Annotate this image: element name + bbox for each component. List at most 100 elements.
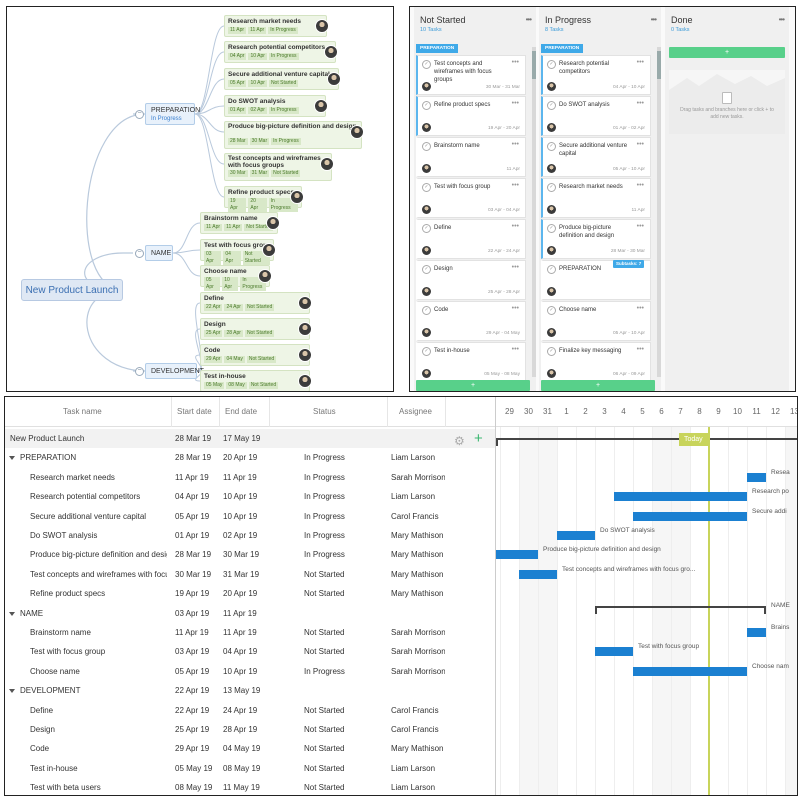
header-start-date[interactable]: Start date xyxy=(177,407,212,416)
column-divider[interactable] xyxy=(387,397,388,427)
assignee-avatar[interactable] xyxy=(266,216,280,230)
assignee-avatar[interactable] xyxy=(422,369,431,378)
assignee-avatar[interactable] xyxy=(350,125,364,139)
assignee-avatar[interactable] xyxy=(547,82,556,91)
assignee-avatar[interactable] xyxy=(547,369,556,378)
task-card[interactable]: ✓Choose name•••05 Apr - 10 Apr xyxy=(541,301,651,341)
complete-checkbox[interactable]: ✓ xyxy=(547,306,556,315)
column-divider[interactable] xyxy=(219,397,220,427)
assignee-avatar[interactable] xyxy=(324,45,338,59)
gear-icon[interactable]: ⚙ xyxy=(454,434,465,448)
assignee-avatar[interactable] xyxy=(314,99,328,113)
header-status[interactable]: Status xyxy=(313,407,336,416)
task-card[interactable]: ✓Finalize key messaging•••06 Apr - 09 Ap… xyxy=(541,342,651,382)
column-divider[interactable] xyxy=(171,397,172,427)
card-more-icon[interactable]: ••• xyxy=(636,305,644,312)
complete-checkbox[interactable]: ✓ xyxy=(422,347,431,356)
task-bar[interactable] xyxy=(633,511,747,521)
task-bar[interactable] xyxy=(747,628,766,637)
collapse-toggle-development[interactable]: − xyxy=(135,367,144,376)
task-row[interactable]: Test concepts and wireframes with focus … xyxy=(5,565,495,584)
assignee-avatar[interactable] xyxy=(298,322,312,336)
mind-map-group-name[interactable]: NAME xyxy=(145,245,173,261)
mind-map-group-preparation[interactable]: PREPARATION In Progress xyxy=(145,103,200,125)
complete-checkbox[interactable]: ✓ xyxy=(547,101,556,110)
card-more-icon[interactable]: ••• xyxy=(511,264,519,271)
card-more-icon[interactable]: ••• xyxy=(636,141,644,148)
complete-checkbox[interactable]: ✓ xyxy=(547,347,556,356)
header-task-name[interactable]: Task name xyxy=(63,407,102,416)
scrollbar-thumb[interactable] xyxy=(532,51,536,79)
column-more-icon[interactable]: ••• xyxy=(525,15,532,24)
column-divider[interactable] xyxy=(269,397,270,427)
grid-chart-divider[interactable] xyxy=(495,397,496,795)
column-divider[interactable] xyxy=(445,397,446,427)
task-card[interactable]: ✓Code•••29 Apr - 04 May xyxy=(416,301,526,341)
expand-toggle-icon[interactable] xyxy=(9,611,15,616)
scrollbar-thumb[interactable] xyxy=(657,51,661,79)
add-task-button[interactable]: + xyxy=(541,380,655,391)
task-card[interactable]: ✓Test with focus group•••03 Apr - 04 Apr xyxy=(416,178,526,218)
complete-checkbox[interactable]: ✓ xyxy=(547,183,556,192)
today-marker[interactable]: Today xyxy=(679,433,708,446)
assignee-avatar[interactable] xyxy=(298,296,312,310)
complete-checkbox[interactable]: ✓ xyxy=(547,142,556,151)
card-more-icon[interactable]: ••• xyxy=(511,346,519,353)
task-card[interactable]: ✓Research market needs•••11 Apr xyxy=(541,178,651,218)
assignee-avatar[interactable] xyxy=(422,123,431,132)
assignee-avatar[interactable] xyxy=(262,243,276,257)
task-card[interactable]: ✓Design•••25 Apr - 28 Apr xyxy=(416,260,526,300)
card-more-icon[interactable]: ••• xyxy=(511,223,519,230)
expand-toggle-icon[interactable] xyxy=(9,456,15,461)
card-more-icon[interactable]: ••• xyxy=(511,59,519,66)
collapse-toggle-name[interactable]: − xyxy=(135,249,144,258)
assignee-avatar[interactable] xyxy=(547,287,556,296)
subtasks-badge[interactable]: Subtasks: 7 xyxy=(613,260,645,268)
assignee-avatar[interactable] xyxy=(320,157,334,171)
card-more-icon[interactable]: ••• xyxy=(636,346,644,353)
assignee-avatar[interactable] xyxy=(298,348,312,362)
collapse-toggle-preparation[interactable]: − xyxy=(135,110,144,119)
task-bar[interactable] xyxy=(614,492,747,502)
complete-checkbox[interactable]: ✓ xyxy=(422,265,431,274)
card-more-icon[interactable]: ••• xyxy=(511,141,519,148)
assignee-avatar[interactable] xyxy=(327,72,341,86)
complete-checkbox[interactable]: ✓ xyxy=(547,224,556,233)
card-more-icon[interactable]: ••• xyxy=(636,59,644,66)
complete-checkbox[interactable]: ✓ xyxy=(547,265,556,274)
task-card[interactable]: ✓Do SWOT analysis•••01 Apr - 02 Apr xyxy=(541,96,651,136)
card-more-icon[interactable]: ••• xyxy=(636,182,644,189)
mind-map-group-development[interactable]: DEVELOPMENT xyxy=(145,363,204,379)
task-card[interactable]: ✓Test in-house•••05 May - 08 May xyxy=(416,342,526,382)
assignee-avatar[interactable] xyxy=(298,374,312,388)
complete-checkbox[interactable]: ✓ xyxy=(422,183,431,192)
task-bar[interactable] xyxy=(519,569,557,579)
task-row[interactable]: Produce big-picture definition and desig… xyxy=(5,545,495,564)
assignee-avatar[interactable] xyxy=(258,269,272,283)
assignee-avatar[interactable] xyxy=(422,205,431,214)
expand-toggle-icon[interactable] xyxy=(9,689,15,694)
